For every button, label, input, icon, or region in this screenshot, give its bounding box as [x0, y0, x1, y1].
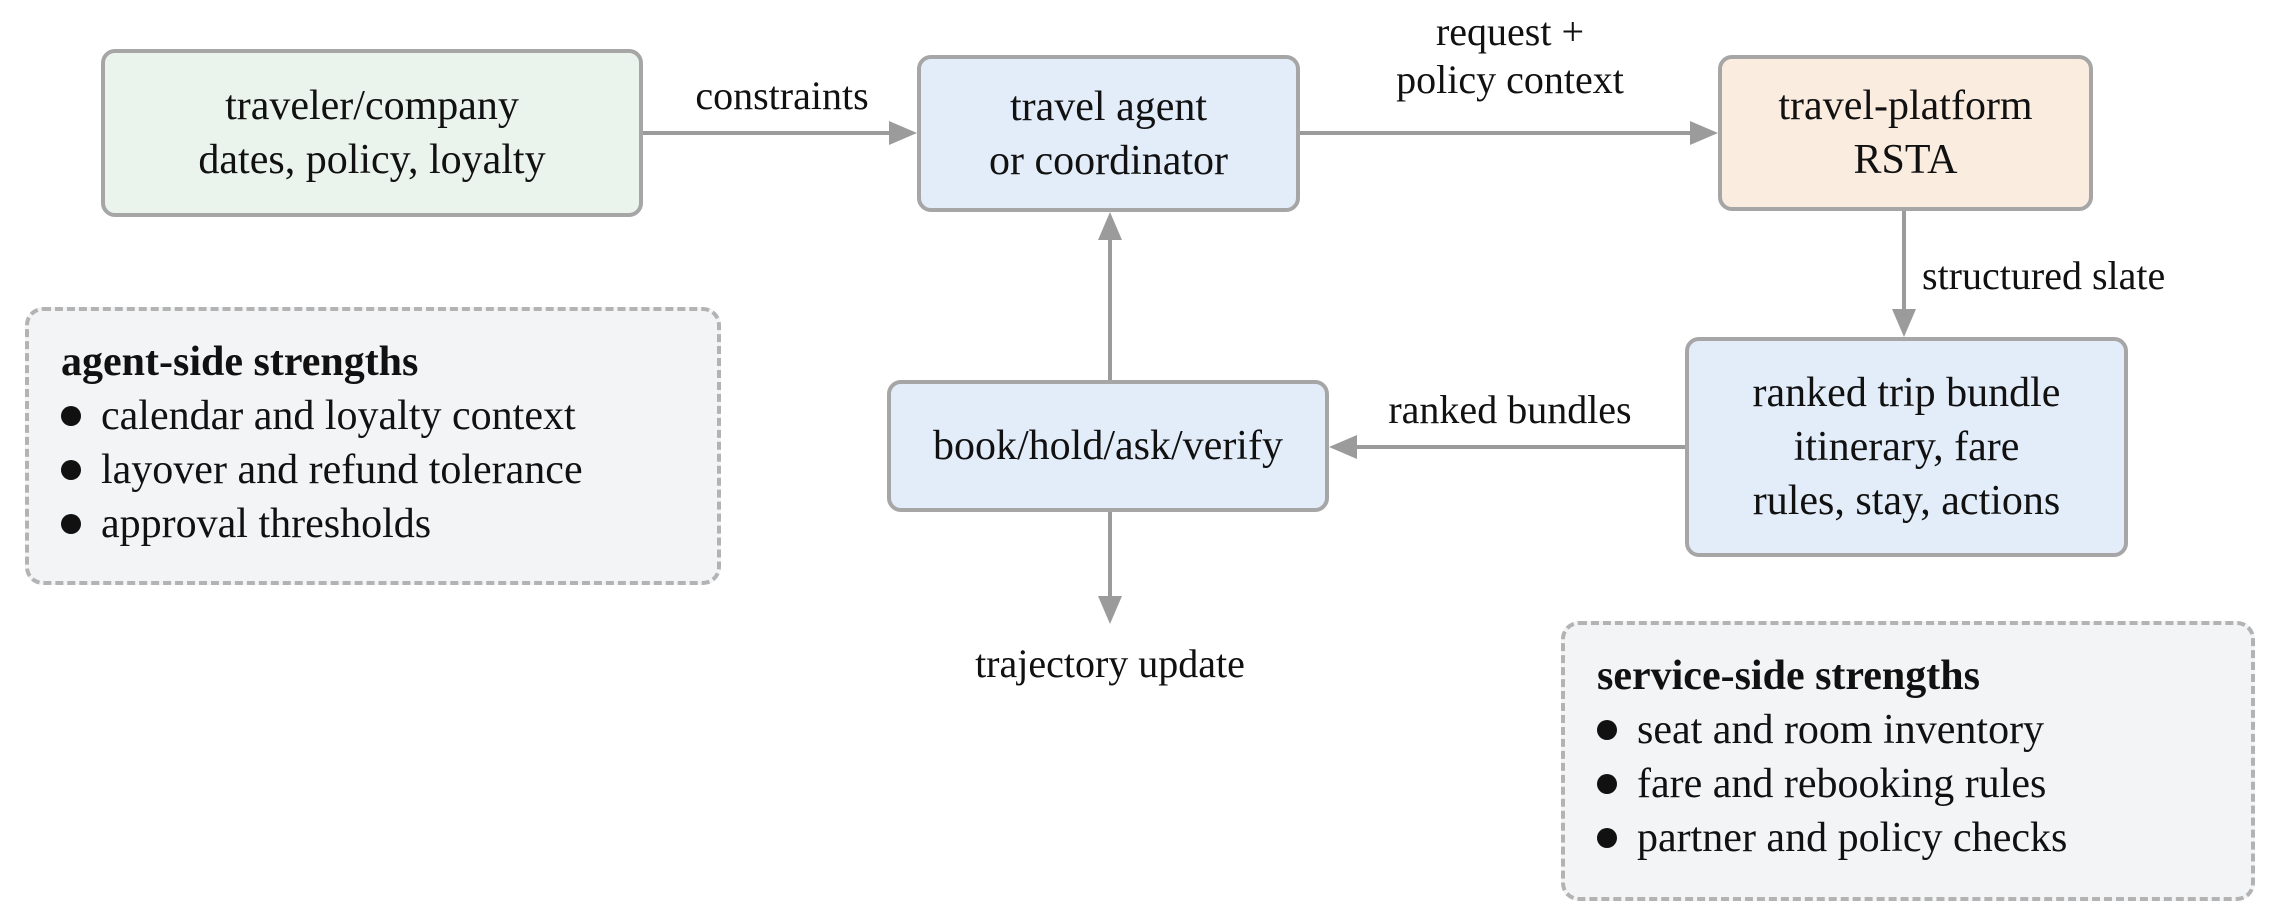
list-item: seat and room inventory: [1597, 703, 2251, 757]
node-line: travel agent: [1009, 83, 1208, 130]
node-line: travel-platform: [1778, 83, 2033, 129]
node-line: traveler/company: [225, 83, 519, 129]
list-item: approval thresholds: [61, 497, 717, 551]
bullet-icon: [61, 460, 81, 480]
bullet-icon: [61, 514, 81, 534]
label-text: trajectory update: [975, 641, 1245, 686]
edge-constraints: [643, 121, 917, 145]
label-text: ranked bundles: [1388, 387, 1632, 432]
agent-side-panel: agent-side strengths calendar and loyalt…: [25, 307, 721, 585]
node-line: or coordinator: [988, 137, 1229, 184]
agent-node: travel agent or coordinator: [917, 55, 1300, 212]
bullet-icon: [1597, 720, 1617, 740]
list-item-text: seat and room inventory: [1637, 707, 2045, 753]
edge-request: [1300, 121, 1718, 145]
label-text: policy context: [1396, 57, 1624, 102]
ranked-bundle-node: ranked trip bundle itinerary, fare rules…: [1685, 337, 2128, 557]
service-side-panel: service-side strengths seat and room inv…: [1561, 621, 2255, 901]
label-request: request + policy context: [1340, 8, 1680, 104]
label-trajectory-update: trajectory update: [920, 640, 1300, 688]
list-item: calendar and loyalty context: [61, 389, 717, 443]
action-node: book/hold/ask/verify: [887, 380, 1329, 512]
list-item-text: layover and refund tolerance: [101, 447, 583, 493]
label-structured-slate: structured slate: [1922, 252, 2165, 300]
label-constraints: constraints: [662, 72, 902, 120]
edge-feedback: [1098, 212, 1122, 380]
node-line: dates, policy, loyalty: [198, 137, 546, 183]
panel-title: service-side strengths: [1597, 653, 1980, 699]
list-item: partner and policy checks: [1597, 811, 2251, 865]
edge-trajectory: [1098, 512, 1122, 624]
traveler-node: traveler/company dates, policy, loyalty: [101, 49, 643, 217]
platform-node: travel-platform RSTA: [1718, 55, 2093, 211]
strength-list: seat and room inventory fare and rebooki…: [1597, 703, 2251, 865]
edge-structured-slate: [1892, 211, 1916, 337]
bullet-icon: [61, 406, 81, 426]
node-line: rules, stay, actions: [1752, 478, 2061, 524]
list-item-text: fare and rebooking rules: [1637, 761, 2047, 807]
list-item-text: partner and policy checks: [1637, 815, 2068, 861]
edge-ranked-bundles: [1329, 435, 1685, 459]
node-line: RSTA: [1853, 137, 1958, 183]
list-item: fare and rebooking rules: [1597, 757, 2251, 811]
bullet-icon: [1597, 774, 1617, 794]
label-ranked-bundles: ranked bundles: [1350, 386, 1670, 434]
bullet-icon: [1597, 828, 1617, 848]
node-line: itinerary, fare: [1793, 424, 2020, 470]
node-line: ranked trip bundle: [1752, 370, 2061, 416]
panel-title: agent-side strengths: [61, 339, 419, 385]
list-item-text: approval thresholds: [101, 501, 432, 547]
label-text: constraints: [695, 73, 869, 118]
node-line: book/hold/ask/verify: [933, 423, 1283, 469]
list-item: layover and refund tolerance: [61, 443, 717, 497]
strength-list: calendar and loyalty context layover and…: [61, 389, 717, 551]
label-text: request +: [1435, 9, 1585, 54]
label-text: structured slate: [1922, 253, 2166, 298]
list-item-text: calendar and loyalty context: [101, 393, 576, 439]
